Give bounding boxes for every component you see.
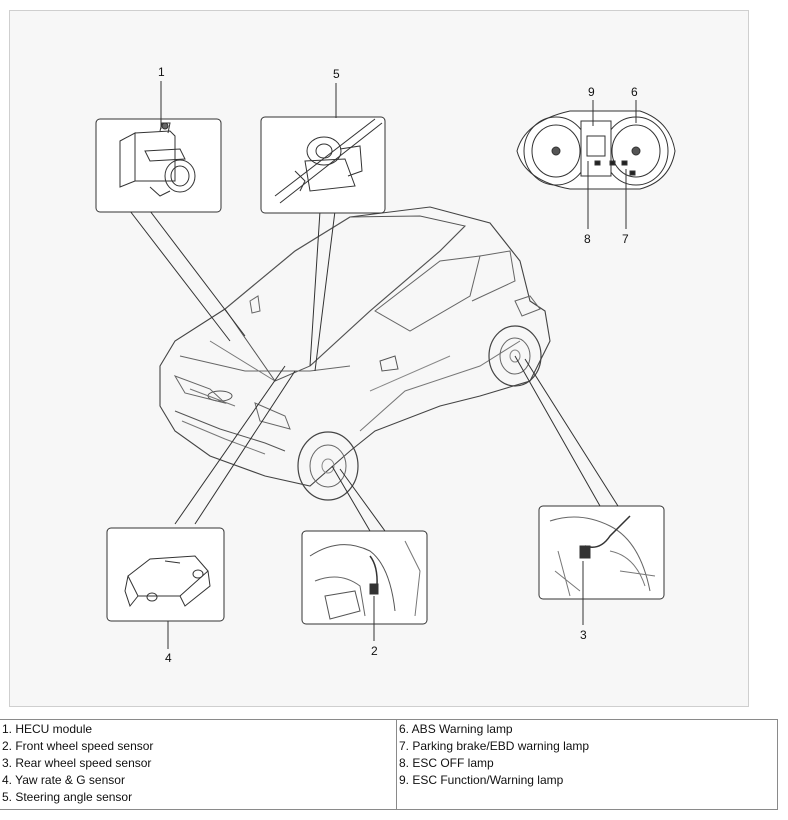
leader-lines [129,210,619,532]
legend-table: 1. HECU module 2. Front wheel speed sens… [0,719,778,810]
callout-9: 9 [588,85,595,99]
legend-item-6: 6. ABS Warning lamp [399,722,513,736]
legend-item-1: 1. HECU module [2,722,93,736]
rear-wheel-speed-sensor-detail [538,505,665,600]
callout-4: 4 [165,651,172,665]
car-illustration [159,206,551,501]
legend-column-left: 1. HECU module 2. Front wheel speed sens… [0,719,397,810]
hecu-module-detail [95,118,222,213]
callout-5: 5 [333,67,340,81]
yaw-rate-sensor-detail [106,527,225,622]
diagram-panel: 1 5 9 6 8 7 4 2 3 [9,10,749,707]
callout-3: 3 [580,628,587,642]
legend-item-7: 7. Parking brake/EBD warning lamp [399,739,590,753]
instrument-cluster [516,110,676,190]
legend-item-2: 2. Front wheel speed sensor [2,739,154,753]
callout-2: 2 [371,644,378,658]
legend-item-8: 8. ESC OFF lamp [399,756,494,770]
callout-1: 1 [158,65,165,79]
legend-item-3: 3. Rear wheel speed sensor [2,756,152,770]
legend-column-right: 6. ABS Warning lamp 7. Parking brake/EBD… [396,719,778,810]
legend-item-4: 4. Yaw rate & G sensor [2,773,125,787]
vehicle-component-diagram: 1 5 9 6 8 7 4 2 3 [95,65,676,665]
front-wheel-speed-sensor-detail [301,530,428,625]
legend-item-9: 9. ESC Function/Warning lamp [399,773,564,787]
callout-7: 7 [622,232,629,246]
callout-8: 8 [584,232,591,246]
cluster-leader-lines [587,100,637,229]
callout-6: 6 [631,85,638,99]
legend-item-5: 5. Steering angle sensor [2,790,133,804]
steering-angle-sensor-detail [260,116,386,214]
